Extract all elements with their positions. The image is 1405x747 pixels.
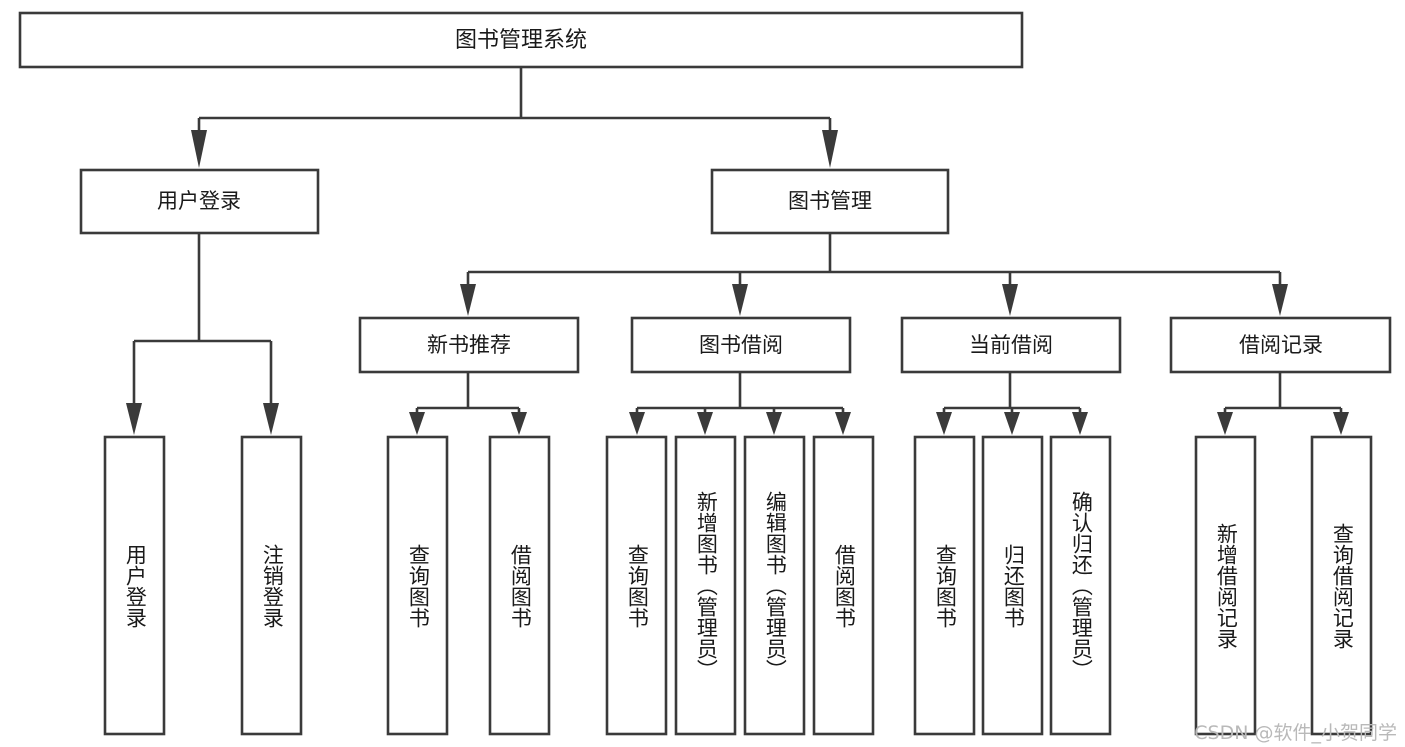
edges-root-to-level2 bbox=[191, 67, 838, 168]
leaf-boxes bbox=[103, 435, 1373, 736]
arrow-head-leaf-edit-book bbox=[766, 412, 782, 435]
arrow-head-leaf-query-book-2 bbox=[629, 412, 645, 435]
leaf-box-query-book-3[interactable] bbox=[913, 435, 976, 736]
node-book-borrow[interactable]: 图书借阅 bbox=[630, 316, 852, 374]
leaf-box-query-record[interactable] bbox=[1310, 435, 1373, 736]
arrow-head-leaf-user-logout bbox=[263, 403, 279, 435]
node-borrow-record-label: 借阅记录 bbox=[1239, 333, 1323, 357]
node-borrow-record-box[interactable] bbox=[1169, 316, 1392, 374]
edges-borrow-record-to-leaves bbox=[1217, 372, 1349, 435]
node-book-manage[interactable]: 图书管理 bbox=[710, 168, 950, 235]
node-user-login-box[interactable] bbox=[79, 168, 320, 235]
arrow-head-leaf-borrow-book-2 bbox=[835, 412, 851, 435]
arrow-head-leaf-return-book bbox=[1004, 412, 1020, 435]
edges-new-book-recommend-to-leaves bbox=[409, 372, 527, 435]
arrow-head-leaf-confirm-return bbox=[1072, 412, 1088, 435]
node-current-borrow-label: 当前借阅 bbox=[969, 333, 1053, 357]
leaf-box-user-login[interactable] bbox=[103, 435, 166, 736]
arrow-head-leaf-add-record bbox=[1217, 412, 1233, 435]
node-book-borrow-box[interactable] bbox=[630, 316, 852, 374]
leaf-box-edit-book[interactable] bbox=[743, 435, 806, 736]
leaf-box-add-book[interactable] bbox=[674, 435, 737, 736]
node-root-label: 图书管理系统 bbox=[455, 28, 587, 53]
node-new-book-recommend-box[interactable] bbox=[358, 316, 580, 374]
node-user-login-label: 用户登录 bbox=[157, 189, 241, 213]
node-book-manage-box[interactable] bbox=[710, 168, 950, 235]
node-new-book-recommend-label: 新书推荐 bbox=[427, 333, 511, 357]
leaf-box-query-book-2[interactable] bbox=[605, 435, 668, 736]
arrow-head-leaf-query-book-3 bbox=[936, 412, 952, 435]
arrow-head-leaf-query-record bbox=[1333, 412, 1349, 435]
edges-book-borrow-to-leaves bbox=[629, 372, 851, 435]
node-current-borrow-box[interactable] bbox=[900, 316, 1122, 374]
arrow-head-book-manage bbox=[822, 130, 838, 168]
leaf-box-confirm-return[interactable] bbox=[1049, 435, 1112, 736]
node-user-login[interactable]: 用户登录 bbox=[79, 168, 320, 235]
leaf-box-query-book-1[interactable] bbox=[386, 435, 449, 736]
node-borrow-record[interactable]: 借阅记录 bbox=[1169, 316, 1392, 374]
arrow-head-user-login bbox=[191, 130, 207, 168]
arrow-head-current-borrow bbox=[1002, 284, 1018, 316]
arrow-head-leaf-borrow-book-1 bbox=[511, 412, 527, 435]
leaf-box-return-book[interactable] bbox=[981, 435, 1044, 736]
leaf-box-borrow-book-1[interactable] bbox=[488, 435, 551, 736]
edges-book-manage-to-level3 bbox=[460, 233, 1288, 316]
arrow-head-new-book-recommend bbox=[460, 284, 476, 316]
arrow-head-leaf-query-book-1 bbox=[409, 412, 425, 435]
node-root-box[interactable] bbox=[18, 11, 1024, 69]
leaf-box-user-logout[interactable] bbox=[240, 435, 303, 736]
node-new-book-recommend[interactable]: 新书推荐 bbox=[358, 316, 580, 374]
arrow-head-leaf-user-login bbox=[126, 403, 142, 435]
node-current-borrow[interactable]: 当前借阅 bbox=[900, 316, 1122, 374]
leaf-box-add-record[interactable] bbox=[1194, 435, 1257, 736]
leaf-box-borrow-book-2[interactable] bbox=[812, 435, 875, 736]
arrow-head-borrow-record bbox=[1272, 284, 1288, 316]
node-book-borrow-label: 图书借阅 bbox=[699, 333, 783, 357]
node-book-manage-label: 图书管理 bbox=[788, 189, 872, 213]
arrow-head-leaf-add-book bbox=[697, 412, 713, 435]
csdn-watermark: CSDN @软件_小贺同学 bbox=[1194, 722, 1397, 744]
node-root[interactable]: 图书管理系统 bbox=[18, 11, 1024, 69]
edges-current-borrow-to-leaves bbox=[936, 372, 1088, 435]
edges-user-login-to-leaves bbox=[126, 233, 279, 435]
arrow-head-book-borrow bbox=[732, 284, 748, 316]
